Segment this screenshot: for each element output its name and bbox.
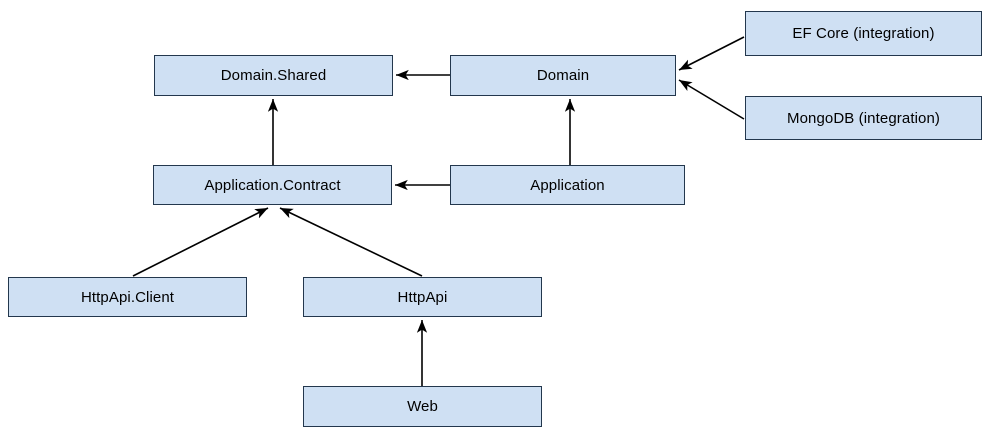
node-httpapi-client[interactable]: HttpApi.Client: [8, 277, 247, 317]
node-label-ef-core-integration: EF Core (integration): [792, 25, 935, 42]
edge-httpapi-to-application-contract: [279, 207, 423, 277]
edge-httpapi-client-to-application-contract: [132, 207, 269, 277]
node-ef-core-integration[interactable]: EF Core (integration): [745, 11, 982, 56]
node-application[interactable]: Application: [450, 165, 685, 205]
node-label-mongodb-integration: MongoDB (integration): [786, 109, 940, 127]
edge-ef-core-to-domain: [678, 36, 745, 71]
node-mongodb-integration[interactable]: MongoDB (integration): [745, 96, 982, 140]
edge-mongodb-to-domain: [678, 79, 745, 120]
node-label-httpapi-client: HttpApi.Client: [80, 288, 175, 306]
node-domain[interactable]: Domain: [450, 55, 676, 96]
node-label-application: Application: [530, 176, 605, 194]
node-web[interactable]: Web: [303, 386, 542, 427]
node-httpapi[interactable]: HttpApi: [303, 277, 542, 317]
node-label-web: Web: [407, 398, 438, 415]
node-domain-shared[interactable]: Domain.Shared: [154, 55, 393, 96]
node-label-httpapi: HttpApi: [397, 288, 448, 306]
node-label-domain-shared: Domain.Shared: [220, 67, 327, 84]
node-label-application-contract: Application.Contract: [204, 176, 341, 194]
node-label-domain: Domain: [536, 67, 590, 84]
node-application-contract[interactable]: Application.Contract: [153, 165, 392, 205]
